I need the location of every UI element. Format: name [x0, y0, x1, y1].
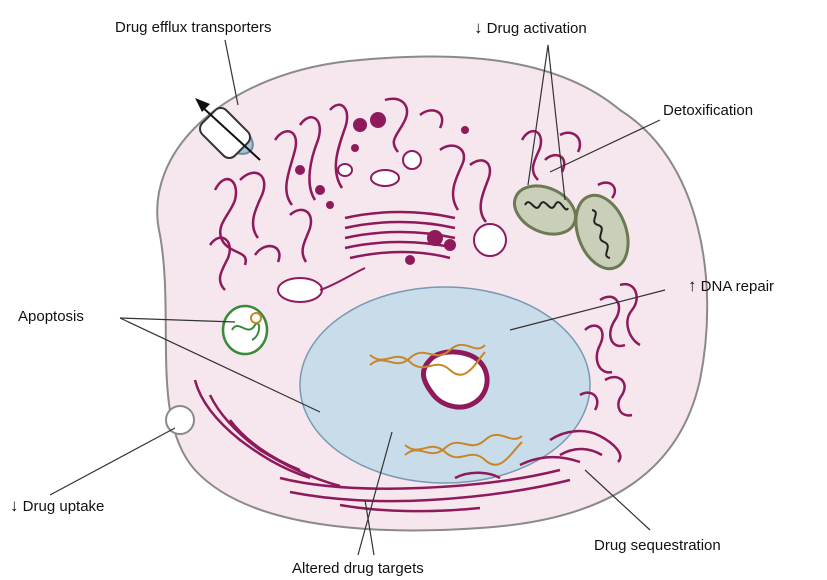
label-drug-activation: ↓ Drug activation — [474, 19, 587, 38]
down-arrow-icon: ↓ — [10, 496, 19, 515]
detox-text: Detoxification — [663, 102, 753, 119]
dna-repair-text: DNA repair — [701, 278, 774, 295]
membrane-vesicle — [166, 406, 194, 434]
label-altered-drug-targets: Altered drug targets — [292, 560, 424, 578]
label-detoxification: Detoxification — [663, 102, 753, 120]
label-drug-uptake: ↓ Drug uptake — [10, 497, 104, 516]
efflux-text: Drug efflux transporters — [115, 19, 271, 36]
down-arrow-icon: ↓ — [474, 18, 483, 37]
targets-text: Altered drug targets — [292, 560, 424, 577]
label-apoptosis: Apoptosis — [18, 308, 84, 326]
label-dna-repair: ↑ DNA repair — [688, 277, 774, 296]
apoptotic-body — [223, 306, 267, 354]
up-arrow-icon: ↑ — [688, 276, 697, 295]
activation-text: Drug activation — [487, 20, 587, 37]
sequestration-text: Drug sequestration — [594, 537, 721, 554]
label-efflux-transporters: Drug efflux transporters — [115, 19, 271, 37]
apoptosis-text: Apoptosis — [18, 308, 84, 325]
uptake-text: Drug uptake — [23, 498, 105, 515]
label-drug-sequestration: Drug sequestration — [594, 537, 721, 555]
